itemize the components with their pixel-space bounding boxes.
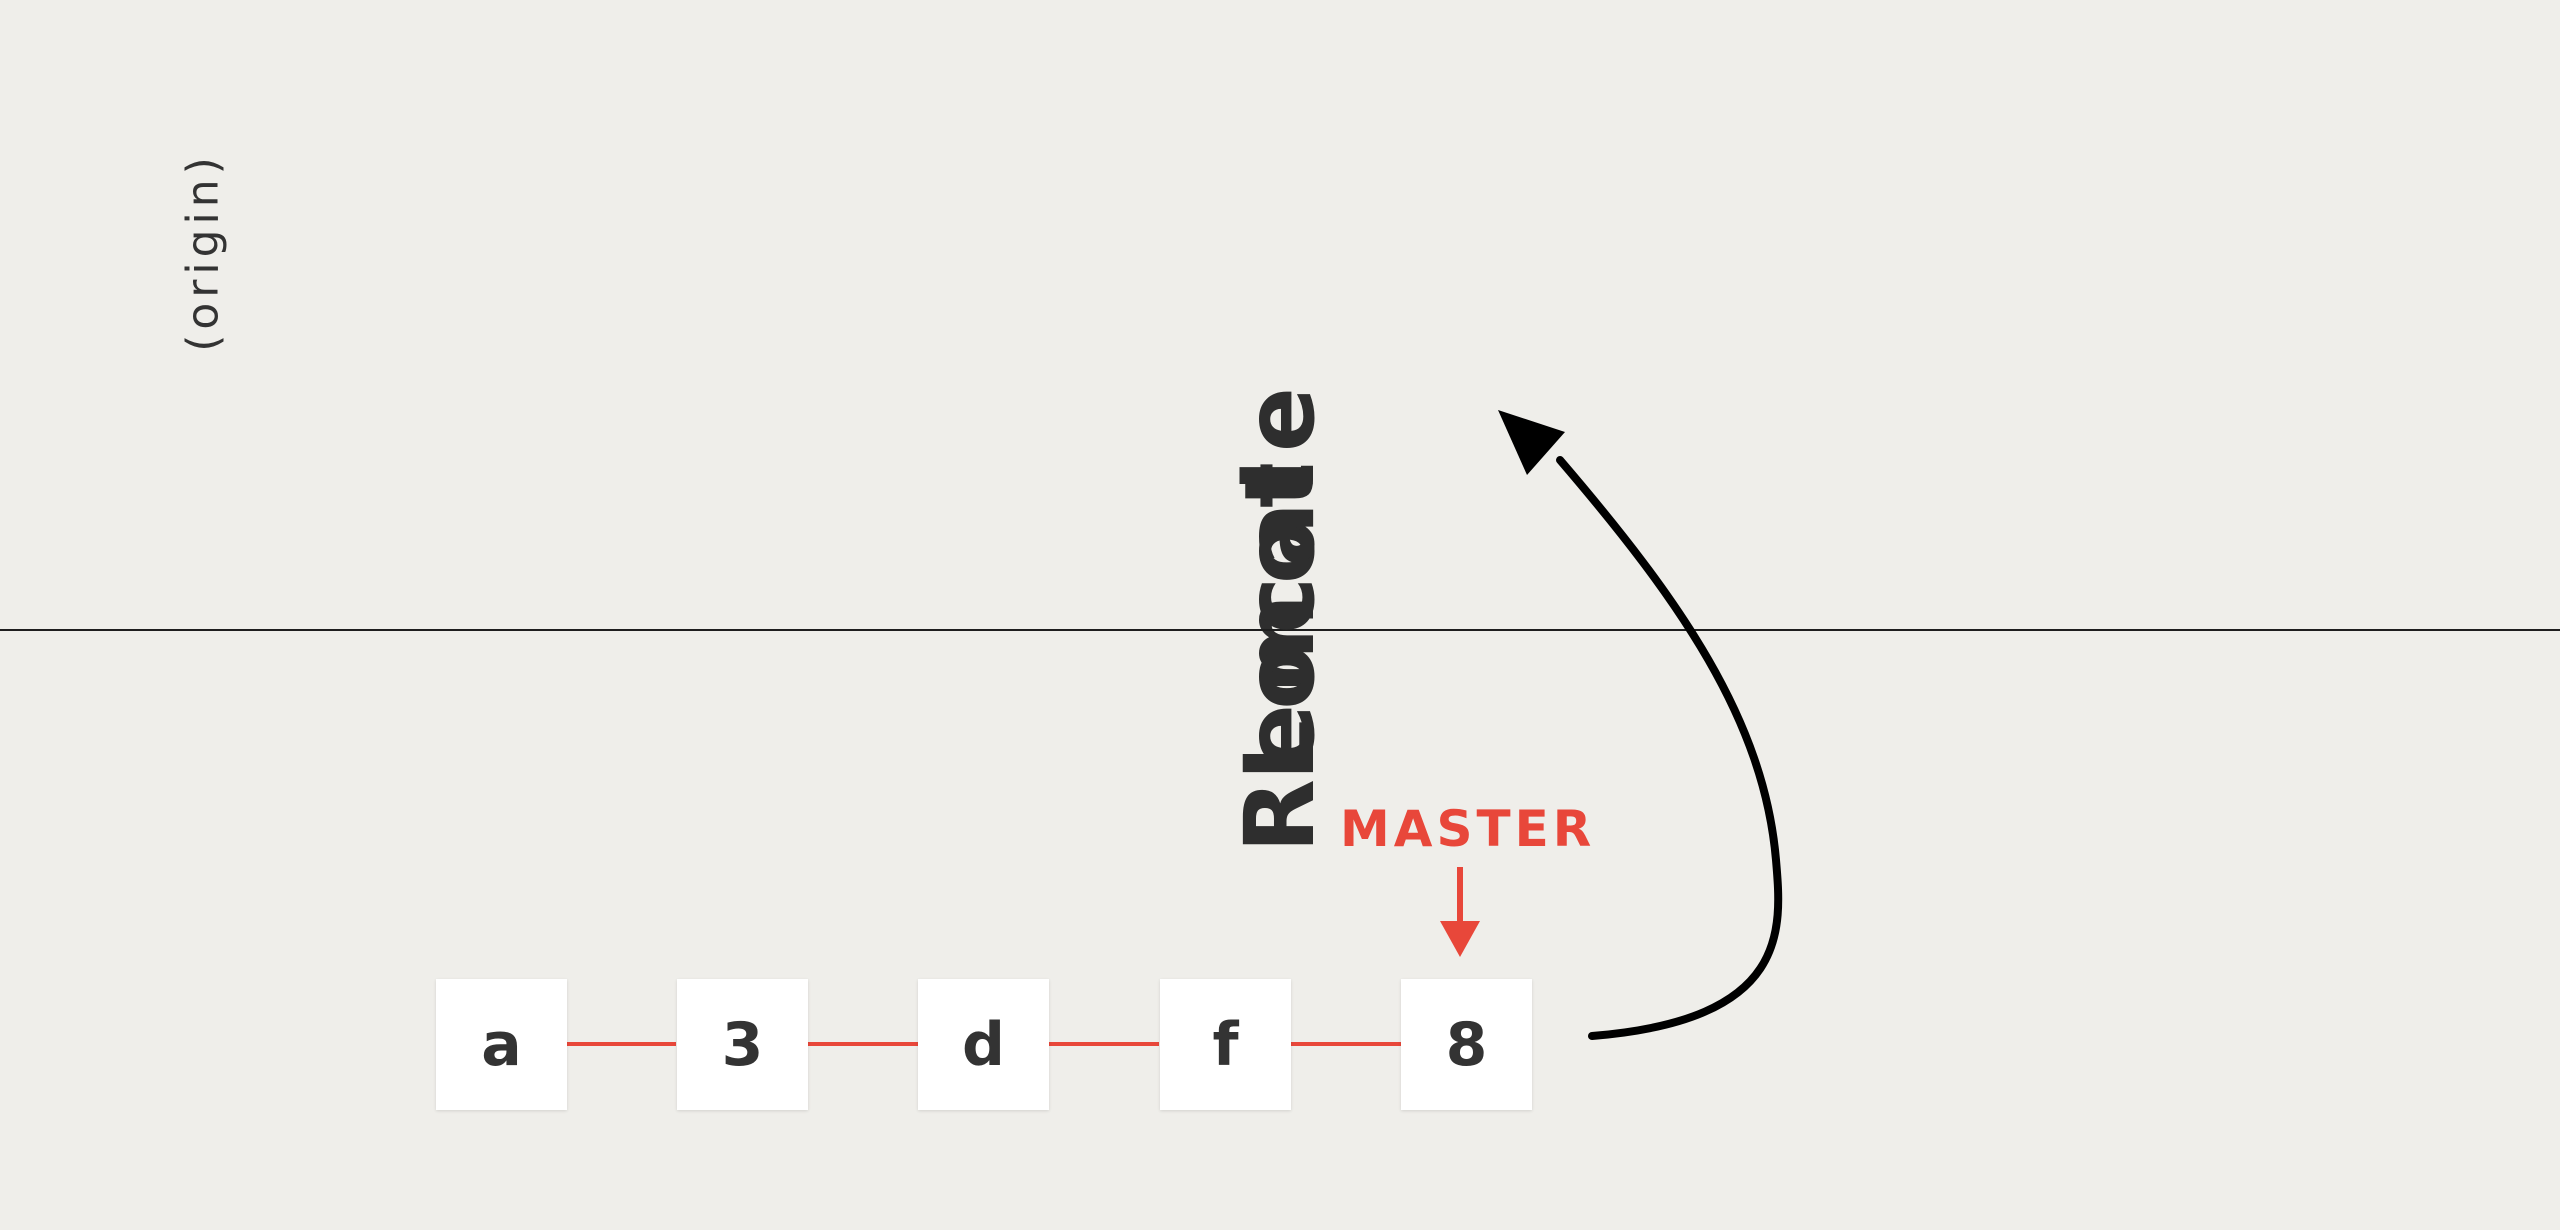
master-pointer-arrow-icon	[1440, 867, 1480, 957]
commit-node: 3	[677, 979, 808, 1110]
remote-origin-label: (origin)	[177, 152, 229, 352]
commit-node: f	[1160, 979, 1291, 1110]
master-branch-label: MASTER	[1340, 800, 1596, 858]
commit-node: 8	[1401, 979, 1532, 1110]
commit-link	[1290, 1042, 1401, 1046]
commit-link	[1049, 1042, 1159, 1046]
commit-link	[807, 1042, 918, 1046]
remote-local-divider	[0, 629, 2560, 631]
local-label: Local	[1224, 449, 1336, 781]
commit-link	[566, 1042, 676, 1046]
commit-node: d	[918, 979, 1049, 1110]
commit-node: a	[436, 979, 567, 1110]
